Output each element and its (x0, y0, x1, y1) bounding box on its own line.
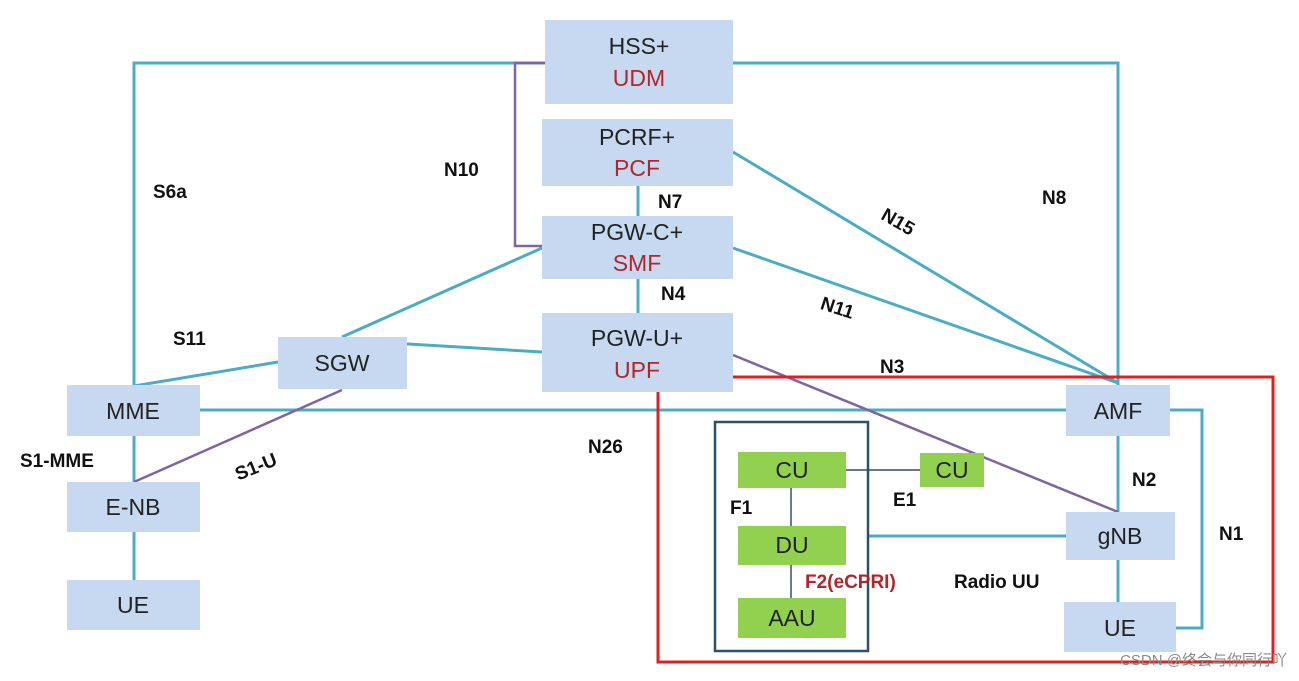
line-n15 (732, 150, 1119, 385)
ran-nodes: CU CU DU AAU (738, 452, 984, 638)
node-ue-left: UE (67, 580, 200, 630)
node-pgwu-line2: UPF (614, 357, 660, 383)
nr-region-frame (656, 375, 1275, 664)
node-pcrf-line2: PCF (614, 155, 660, 181)
line-n3 (732, 353, 1119, 514)
node-amf-label: AMF (1094, 398, 1143, 424)
purple-lines (133, 61, 1119, 514)
node-hss-line1: HSS+ (609, 33, 670, 59)
node-pgwc-line1: PGW-C+ (591, 219, 683, 245)
label-n2: N2 (1132, 470, 1156, 491)
node-du: DU (738, 526, 846, 565)
label-s1-mme: S1-MME (20, 451, 94, 472)
line-s1-u (133, 388, 343, 484)
node-enb: E-NB (67, 482, 200, 532)
line-n1 (1170, 408, 1204, 630)
label-n15: N15 (877, 205, 918, 241)
line-s11 (133, 360, 279, 388)
connection-lines (132, 61, 1204, 630)
label-n1: N1 (1219, 524, 1244, 545)
ran-split-frame (713, 420, 870, 653)
label-n26: N26 (588, 437, 623, 458)
line-sgw-smf (341, 246, 543, 339)
label-s6a: S6a (153, 182, 187, 203)
node-cu-outer: CU (920, 453, 984, 487)
line-s6a (132, 61, 545, 385)
node-aau: AAU (738, 598, 846, 638)
node-amf: AMF (1066, 385, 1170, 436)
node-mme: MME (67, 385, 200, 436)
interface-labels: S6a N10 N7 N4 N15 N8 N11 N3 S11 S1-MME S… (20, 160, 1244, 593)
node-ue-right-label: UE (1104, 615, 1136, 641)
line-n11 (732, 246, 1119, 385)
label-f1: F1 (730, 498, 753, 519)
label-s1-u: S1-U (232, 450, 280, 486)
node-pgwc-smf: PGW-C+ SMF (542, 216, 733, 279)
watermark: CSDN @终会与你同行吖 (1120, 652, 1287, 669)
node-cu-inner-label: CU (775, 457, 808, 483)
label-n11: N11 (818, 293, 857, 324)
node-gnb-label: gNB (1098, 523, 1143, 549)
line-n10 (513, 61, 545, 248)
node-sgw: SGW (278, 337, 407, 389)
node-aau-label: AAU (768, 605, 815, 631)
label-n8: N8 (1042, 188, 1066, 209)
ran-split-lines (790, 469, 920, 598)
label-f2: F2(eCPRI) (805, 572, 896, 593)
node-mme-label: MME (106, 398, 160, 424)
core-nodes: HSS+ UDM PCRF+ PCF PGW-C+ SMF PGW-U+ UPF… (67, 20, 1176, 652)
line-n8 (733, 61, 1120, 385)
node-hss-line2: UDM (613, 65, 665, 91)
label-n3: N3 (880, 357, 904, 378)
label-n10: N10 (444, 160, 479, 181)
node-pgwu-line1: PGW-U+ (591, 325, 683, 351)
node-du-label: DU (775, 532, 808, 558)
node-ue-left-label: UE (117, 592, 149, 618)
node-ue-right: UE (1064, 602, 1176, 652)
node-pcrf-line1: PCRF+ (599, 124, 675, 150)
node-gnb: gNB (1066, 512, 1175, 560)
label-e1: E1 (893, 490, 917, 511)
node-enb-label: E-NB (106, 494, 161, 520)
node-pcrf-pcf: PCRF+ PCF (542, 119, 733, 186)
label-n4: N4 (661, 284, 686, 305)
node-hss-udm: HSS+ UDM (545, 20, 733, 104)
node-cu-outer-label: CU (935, 457, 968, 483)
label-s11: S11 (173, 329, 206, 350)
label-n7: N7 (658, 192, 682, 213)
node-pgwc-line2: SMF (613, 250, 662, 276)
node-pgwu-upf: PGW-U+ UPF (542, 313, 733, 392)
node-cu-inner: CU (738, 452, 846, 488)
label-radio-uu: Radio UU (954, 572, 1040, 593)
node-sgw-label: SGW (315, 350, 370, 376)
